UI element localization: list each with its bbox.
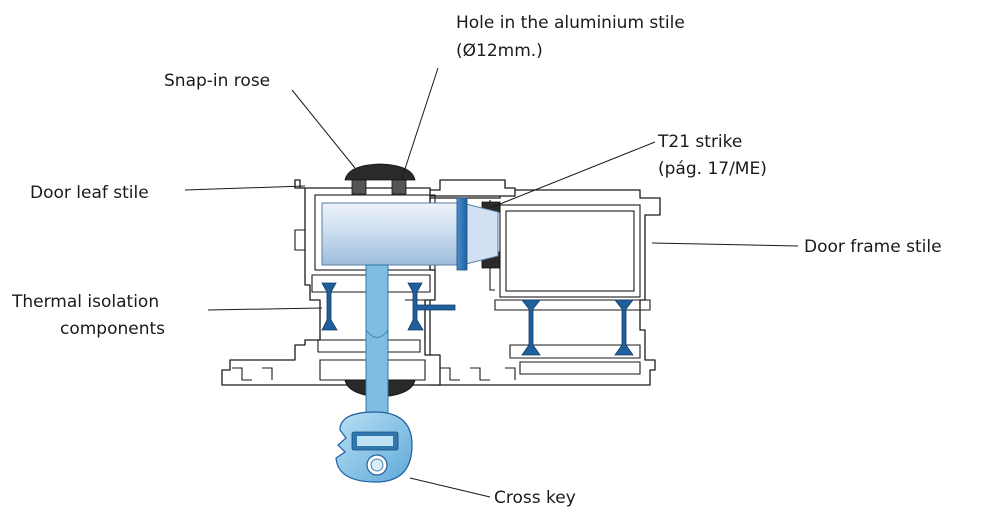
label-hole-line2: (Ø12mm.) — [456, 41, 543, 61]
leader-snap-in-rose — [291, 89, 356, 169]
label-t21-line2: (pág. 17/ME) — [658, 159, 767, 179]
leader-door-leaf-stile — [184, 185, 306, 191]
label-t21-line1: T21 strike — [657, 132, 742, 152]
label-hole-line1: Hole in the aluminium stile — [456, 13, 685, 33]
thermal-break-leaf-right — [407, 282, 456, 331]
leader-t21-strike — [489, 141, 656, 209]
thermal-break-frame-left — [521, 299, 541, 356]
label-thermal-line1: Thermal isolation — [11, 292, 159, 312]
leader-hole — [401, 67, 439, 179]
thermal-break-frame-right — [614, 299, 634, 356]
snap-in-rose-top — [344, 163, 416, 195]
label-snap-in-rose: Snap-in rose — [164, 71, 270, 91]
cross-key-icon — [335, 264, 413, 483]
label-door-frame-stile: Door frame stile — [804, 237, 942, 257]
thermal-break-leaf-left — [321, 282, 338, 331]
label-door-leaf-stile: Door leaf stile — [30, 183, 149, 203]
label-thermal-line2: components — [60, 319, 165, 339]
leader-cross-key — [409, 477, 491, 498]
leader-door-frame-stile — [651, 242, 799, 247]
leader-lines — [184, 67, 799, 498]
label-cross-key: Cross key — [494, 488, 576, 508]
lock-cylinder — [321, 197, 499, 271]
leader-thermal — [207, 307, 323, 311]
